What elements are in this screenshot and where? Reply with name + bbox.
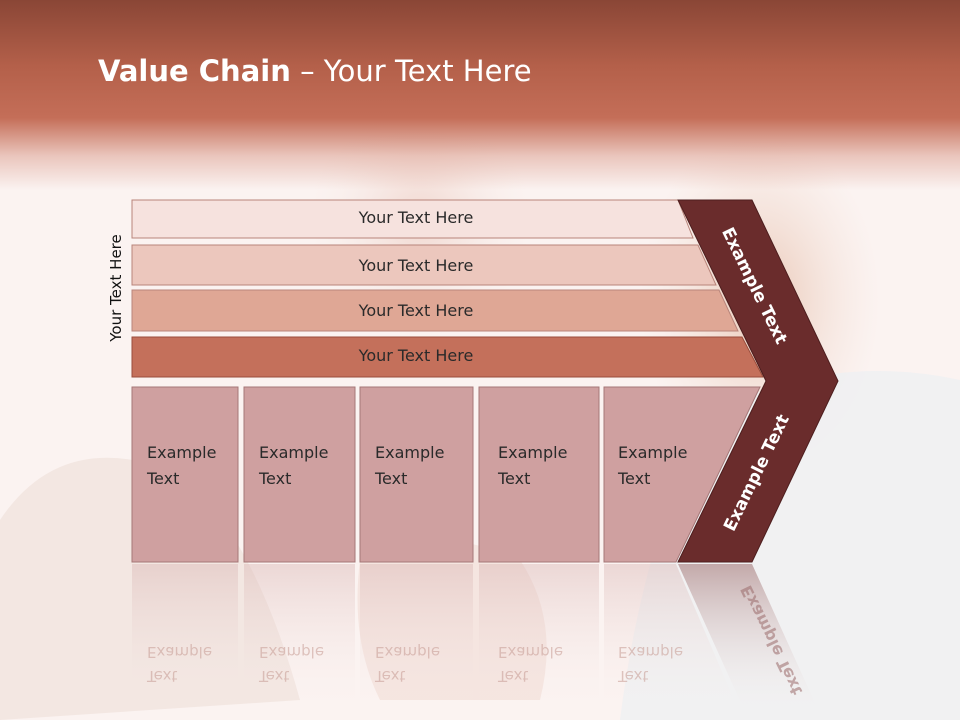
row-bar-4 <box>131 336 764 378</box>
box-label-4-line1: Example <box>498 443 568 462</box>
box-label-3-line2: Text <box>375 469 408 488</box>
header-band <box>0 0 960 190</box>
activity-box-3 <box>359 386 474 563</box>
row-label-2: Your Text Here <box>358 256 474 275</box>
box-label-5-line2: Text <box>618 469 651 488</box>
box-label-1-line2: Text <box>147 469 180 488</box>
activity-box-1 <box>131 386 239 563</box>
box-label-5: Example Text <box>618 440 687 492</box>
title-bold: Value Chain <box>98 54 291 88</box>
box-label-3: Example Text <box>375 440 444 492</box>
title-rest: – Your Text Here <box>290 54 532 88</box>
box-label-2-line2: Text <box>259 469 292 488</box>
row-label-4: Your Text Here <box>358 346 474 365</box>
row-bar-2 <box>131 244 717 286</box>
margin-chevron <box>677 199 839 563</box>
box-label-2-line1: Example <box>259 443 329 462</box>
box-label-4: Example Text <box>498 440 567 492</box>
row-label-1: Your Text Here <box>358 208 474 227</box>
row-label-3: Your Text Here <box>358 301 474 320</box>
row-bar-3 <box>131 289 739 332</box>
activity-box-2 <box>243 386 356 563</box>
box-label-5-line1: Example <box>618 443 688 462</box>
activity-box-5 <box>603 386 761 563</box>
box-label-3-line1: Example <box>375 443 445 462</box>
box-label-1: Example Text <box>147 440 216 492</box>
box-label-2: Example Text <box>259 440 328 492</box>
activity-box-4 <box>478 386 600 563</box>
row-bar-1 <box>131 199 694 239</box>
slide-title: Value Chain – Your Text Here <box>98 54 532 88</box>
box-label-4-line2: Text <box>498 469 531 488</box>
box-label-1-line1: Example <box>147 443 217 462</box>
